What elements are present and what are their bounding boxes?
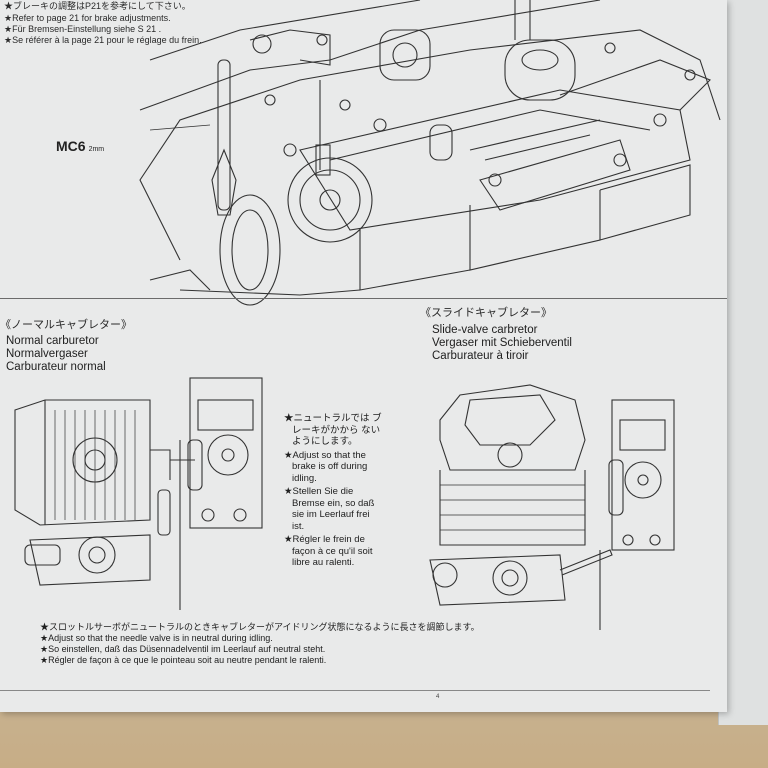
chassis-drawing bbox=[139, 0, 721, 306]
top-note-de: ★Für Bremsen-Einstellung siehe S 21 . bbox=[4, 24, 162, 34]
brake-note: ★ニュートラルでは ブレーキがかから ないようにします。 ★Adjust so … bbox=[284, 413, 382, 571]
normal-carb-fr: Carburateur normal bbox=[6, 361, 106, 373]
slide-carb-de: Vergaser mit Schieberventil bbox=[432, 337, 572, 349]
normal-carb-de: Normalvergaser bbox=[6, 348, 88, 360]
assembly-illustration bbox=[14, 0, 721, 630]
bottom-notes: ★スロットルサーボがニュートラルのときキャブレターがアイドリング状態になるように… bbox=[40, 622, 480, 666]
normal-carb-drawing bbox=[14, 377, 263, 610]
part-size: 2mm bbox=[88, 146, 105, 153]
bottom-note-fr: ★Régler de façon à ce que le pointeau so… bbox=[40, 655, 327, 665]
normal-carb-jp-title: 《ノーマルキャブレター》 bbox=[0, 319, 132, 331]
section-divider bbox=[0, 298, 727, 299]
slide-carb-en: Slide-valve carbretor bbox=[432, 324, 538, 336]
footer-rule bbox=[0, 690, 710, 691]
bottom-note-en: ★Adjust so that the needle valve is in n… bbox=[40, 633, 273, 643]
top-note-fr: ★Se référer à la page 21 pour le réglage… bbox=[4, 35, 202, 45]
bottom-note-de: ★So einstellen, daß das Düsennadelventil… bbox=[40, 644, 326, 654]
top-note-en: ★Refer to page 21 for brake adjustments. bbox=[4, 13, 171, 23]
manual-page: ★ブレーキの調整はP21を参考にして下さい。 ★Refer to page 21… bbox=[0, 0, 727, 712]
brake-note-de: ★Stellen Sie die Bremse ein, so daß sie … bbox=[284, 486, 375, 532]
top-note-jp: ★ブレーキの調整はP21を参考にして下さい。 bbox=[4, 1, 191, 11]
page-number: 4 bbox=[436, 694, 440, 700]
part-code: MC6 bbox=[56, 138, 86, 154]
slide-carb-caption: Slide-valve carbretor Vergaser mit Schie… bbox=[432, 324, 572, 363]
normal-carb-caption: Normal carburetor Normalvergaser Carbura… bbox=[6, 335, 106, 374]
brake-note-en: ★Adjust so that the brake is off during … bbox=[284, 449, 368, 484]
brake-note-fr: ★Régler le frein de façon à ce qu'il soi… bbox=[284, 534, 373, 568]
slide-carb-jp-title: 《スライドキャブレター》 bbox=[420, 307, 552, 319]
bottom-note-jp: ★スロットルサーボがニュートラルのときキャブレターがアイドリング状態になるように… bbox=[40, 622, 480, 632]
brake-note-jp: ★ニュートラルでは ブレーキがかから ないようにします。 bbox=[284, 413, 382, 447]
normal-carb-en: Normal carburetor bbox=[6, 335, 99, 347]
slide-carb-drawing bbox=[429, 384, 675, 630]
slide-carb-fr: Carburateur à tiroir bbox=[432, 350, 529, 362]
